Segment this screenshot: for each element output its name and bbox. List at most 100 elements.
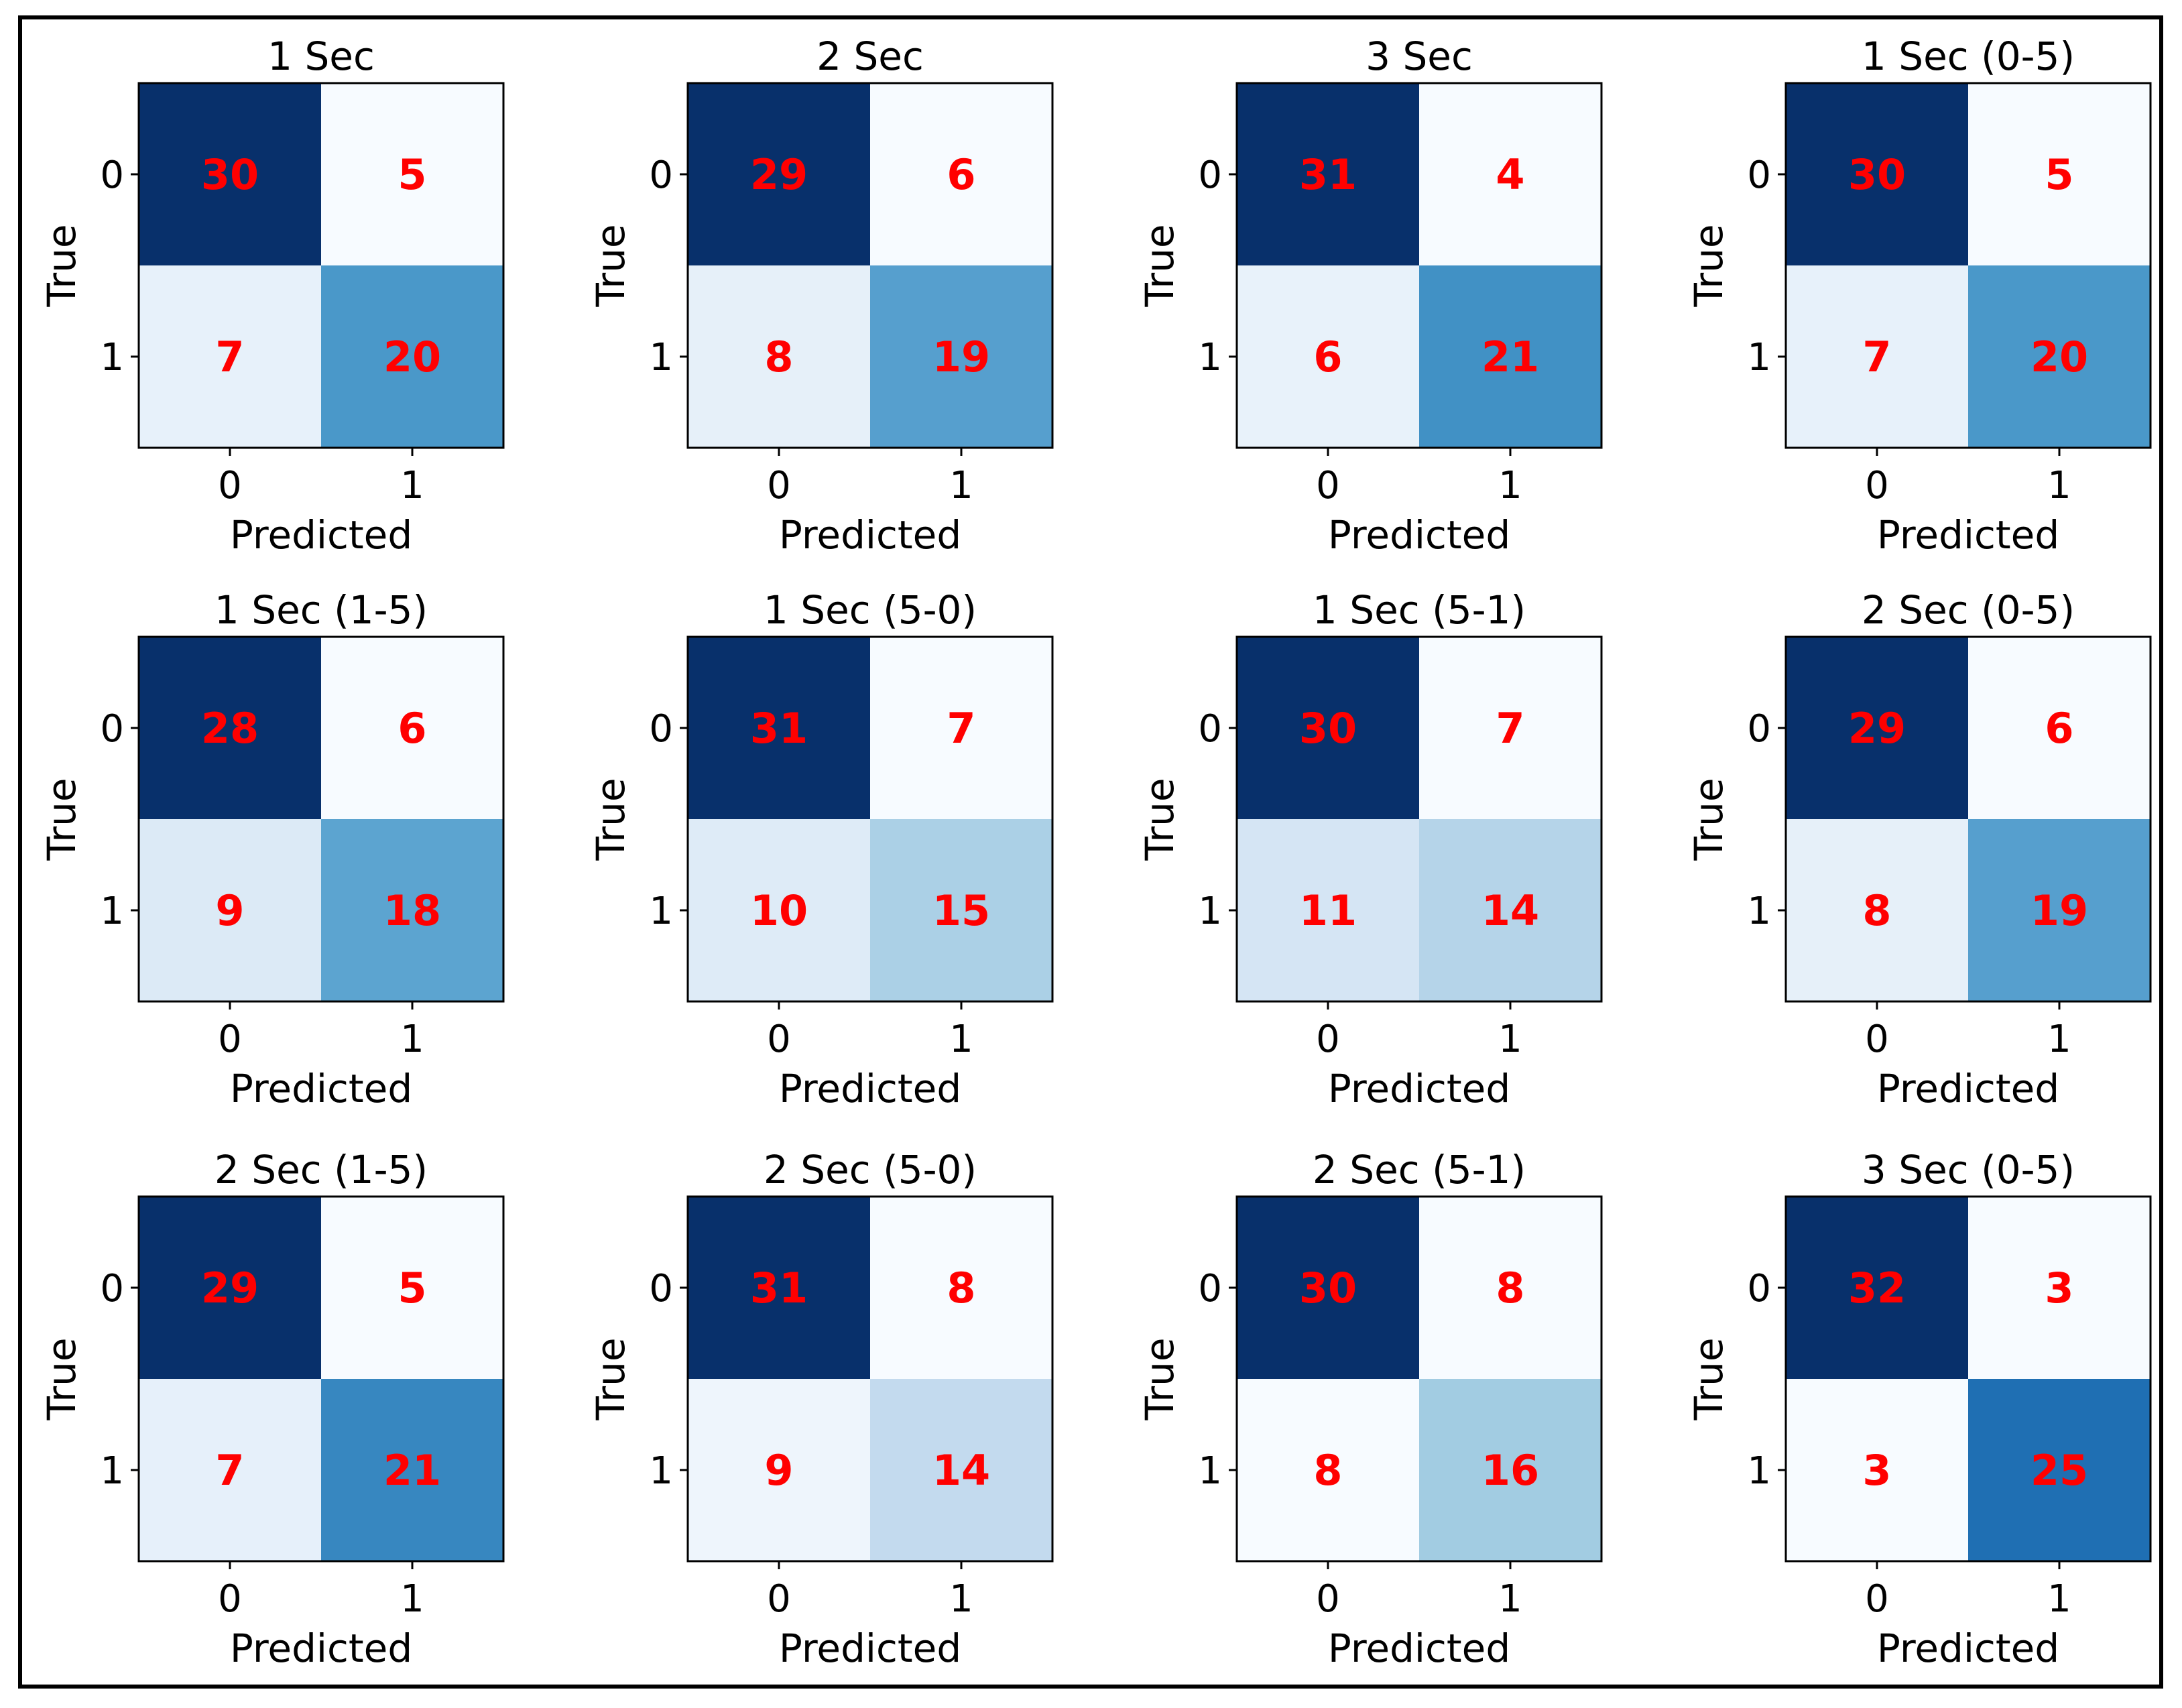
x-axis-label: Predicted xyxy=(230,1626,412,1671)
matrix-cell xyxy=(688,1379,870,1561)
matrix-cell xyxy=(1786,1379,1968,1561)
cell-value-label: 5 xyxy=(2045,150,2073,199)
panel-title: 1 Sec (0-5) xyxy=(1862,34,2075,79)
cell-value-label: 29 xyxy=(1848,704,1906,753)
x-axis-label: Predicted xyxy=(230,1066,412,1111)
y-tick-label: 0 xyxy=(1198,707,1222,751)
x-tick-label: 0 xyxy=(218,1577,242,1621)
x-tick-label: 1 xyxy=(400,1577,424,1621)
matrix-cell xyxy=(1968,1197,2150,1379)
axes-frame xyxy=(1235,82,1603,449)
y-axis-label: True xyxy=(1137,224,1183,307)
cell-value-label: 31 xyxy=(750,704,808,753)
matrix-cell xyxy=(1968,265,2150,448)
matrix-cell xyxy=(1419,819,1601,1001)
matrix-cell xyxy=(1419,83,1601,265)
x-axis-label: Predicted xyxy=(1877,1066,2059,1111)
matrix-cell xyxy=(870,637,1052,819)
cell-value-label: 29 xyxy=(750,150,808,199)
axes-frame xyxy=(686,1195,1054,1563)
x-tick-label: 0 xyxy=(218,1018,242,1061)
y-tick-label: 0 xyxy=(1198,154,1222,197)
matrix-cell xyxy=(1786,265,1968,448)
cell-value-label: 16 xyxy=(1481,1446,1539,1495)
cell-value-label: 15 xyxy=(932,886,990,935)
cell-value-label: 21 xyxy=(383,1446,441,1495)
y-axis-label: True xyxy=(1137,778,1183,861)
y-tick-label: 1 xyxy=(100,336,124,379)
cell-value-label: 29 xyxy=(201,1264,259,1313)
y-tick-label: 1 xyxy=(1747,1449,1771,1493)
x-tick-label: 0 xyxy=(1865,464,1889,507)
cell-value-label: 8 xyxy=(947,1264,975,1313)
cell-value-label: 8 xyxy=(1313,1446,1342,1495)
matrix-cell xyxy=(688,265,870,448)
cell-value-label: 19 xyxy=(932,332,990,381)
panel-title: 2 Sec (0-5) xyxy=(1862,587,2075,633)
matrix-cell xyxy=(1237,83,1419,265)
matrix-cell xyxy=(688,637,870,819)
x-axis-label: Predicted xyxy=(779,512,961,558)
y-tick-label: 1 xyxy=(1747,890,1771,933)
x-axis-label: Predicted xyxy=(230,512,412,558)
y-tick-label: 0 xyxy=(1747,154,1771,197)
cell-value-label: 5 xyxy=(398,150,426,199)
y-tick-label: 1 xyxy=(1198,1449,1222,1493)
panel-title: 1 Sec (1-5) xyxy=(215,587,428,633)
y-tick-label: 1 xyxy=(649,1449,673,1493)
x-tick-label: 1 xyxy=(1498,1577,1522,1621)
y-tick-label: 0 xyxy=(100,154,124,197)
y-tick-label: 0 xyxy=(649,707,673,751)
axes-frame xyxy=(137,82,505,449)
y-tick-label: 0 xyxy=(649,154,673,197)
y-tick-label: 1 xyxy=(649,890,673,933)
y-tick-label: 1 xyxy=(1198,336,1222,379)
cell-value-label: 5 xyxy=(398,1264,426,1313)
panel-title: 2 Sec (5-0) xyxy=(764,1147,977,1193)
matrix-cell xyxy=(1968,83,2150,265)
cell-value-label: 19 xyxy=(2031,886,2088,935)
y-axis-label: True xyxy=(39,1337,84,1420)
matrix-cell xyxy=(139,637,321,819)
matrix-cell xyxy=(1968,637,2150,819)
axes-frame xyxy=(1235,1195,1603,1563)
matrix-cell xyxy=(1786,819,1968,1001)
matrix-cell xyxy=(1968,1379,2150,1561)
cell-value-label: 8 xyxy=(1862,886,1891,935)
y-tick-label: 1 xyxy=(1198,890,1222,933)
x-axis-label: Predicted xyxy=(1328,512,1510,558)
matrix-cell xyxy=(139,1379,321,1561)
cell-value-label: 7 xyxy=(215,1446,244,1495)
cell-value-label: 28 xyxy=(201,704,259,753)
x-axis-label: Predicted xyxy=(1328,1626,1510,1671)
matrix-cell xyxy=(688,83,870,265)
cell-value-label: 9 xyxy=(764,1446,793,1495)
axes-frame xyxy=(1784,1195,2152,1563)
matrix-cell xyxy=(1237,1379,1419,1561)
x-tick-label: 1 xyxy=(2047,1018,2071,1061)
y-tick-label: 0 xyxy=(100,707,124,751)
cell-value-label: 7 xyxy=(215,332,244,381)
cell-value-label: 6 xyxy=(947,150,975,199)
y-tick-label: 0 xyxy=(1198,1267,1222,1310)
x-tick-label: 0 xyxy=(1316,1577,1340,1621)
cell-value-label: 7 xyxy=(1862,332,1891,381)
cell-value-label: 6 xyxy=(398,704,426,753)
panel-title: 2 Sec (5-1) xyxy=(1313,1147,1526,1193)
cell-value-label: 31 xyxy=(750,1264,808,1313)
matrix-cell xyxy=(1786,83,1968,265)
x-axis-label: Predicted xyxy=(779,1626,961,1671)
matrix-cell xyxy=(139,83,321,265)
x-tick-label: 0 xyxy=(1865,1577,1889,1621)
axes-frame xyxy=(1784,82,2152,449)
y-axis-label: True xyxy=(588,1337,633,1420)
x-tick-label: 1 xyxy=(2047,1577,2071,1621)
y-axis-label: True xyxy=(588,778,633,861)
cell-value-label: 3 xyxy=(2045,1264,2073,1313)
matrix-cell xyxy=(870,265,1052,448)
